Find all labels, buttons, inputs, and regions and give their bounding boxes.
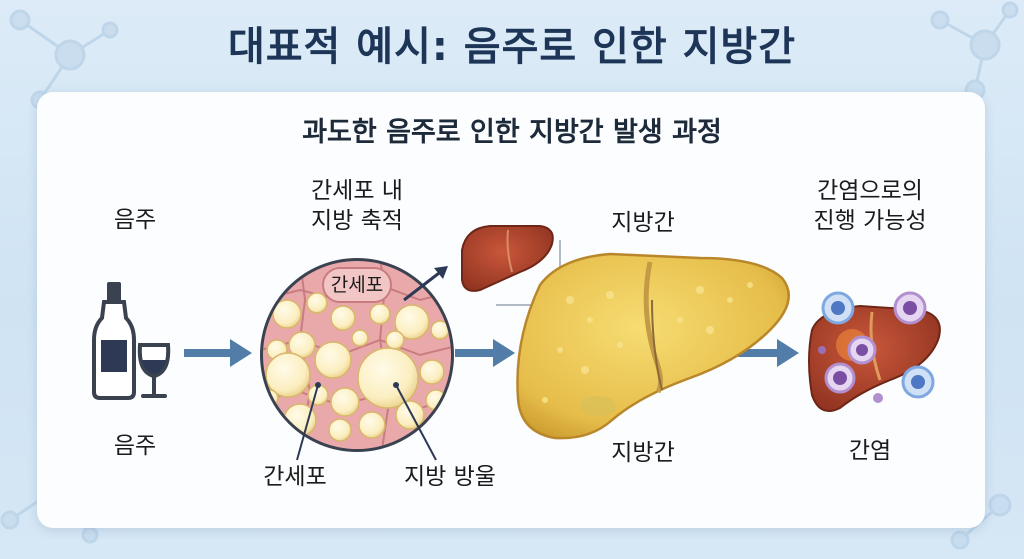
immune-cell-icon [818, 291, 935, 403]
liver-cell-badge: 간세포 [330, 274, 384, 296]
liver-cell-magnified-view [260, 258, 454, 461]
stage-hepatitis-bottom-label: 간염 [848, 438, 892, 464]
stage-hepatitis-top-label-line2: 진행 가능성 [813, 208, 927, 234]
stage-fatty-liver-top-label: 지방간 [611, 210, 675, 236]
stage-drinking-top-label: 음주 [113, 207, 157, 233]
card-title: 과도한 음주로 인한 지방간 발생 과정 [302, 117, 722, 148]
stage-fatty-liver-bottom-label: 지방간 [611, 440, 675, 466]
flow-arrow-icon [184, 339, 799, 367]
fatty-liver-icon [516, 252, 790, 440]
wine-glass-icon [137, 343, 171, 398]
fat-droplet-label: 지방 방울 [404, 464, 496, 490]
liver-cell-label: 간세포 [263, 464, 327, 490]
stage-hepatitis-top-label-line1: 간염으로의 [817, 178, 923, 204]
stage-accumulation-top-label-line1: 간세포 내 [311, 178, 403, 204]
liver-icon [461, 225, 561, 306]
page-title: 대표적 예시: 음주로 인한 지방간 [227, 24, 797, 70]
stage-accumulation-top-label-line2: 지방 축적 [311, 208, 403, 234]
stage-drinking-bottom-label: 음주 [113, 433, 157, 459]
soju-bottle-icon [92, 282, 136, 400]
